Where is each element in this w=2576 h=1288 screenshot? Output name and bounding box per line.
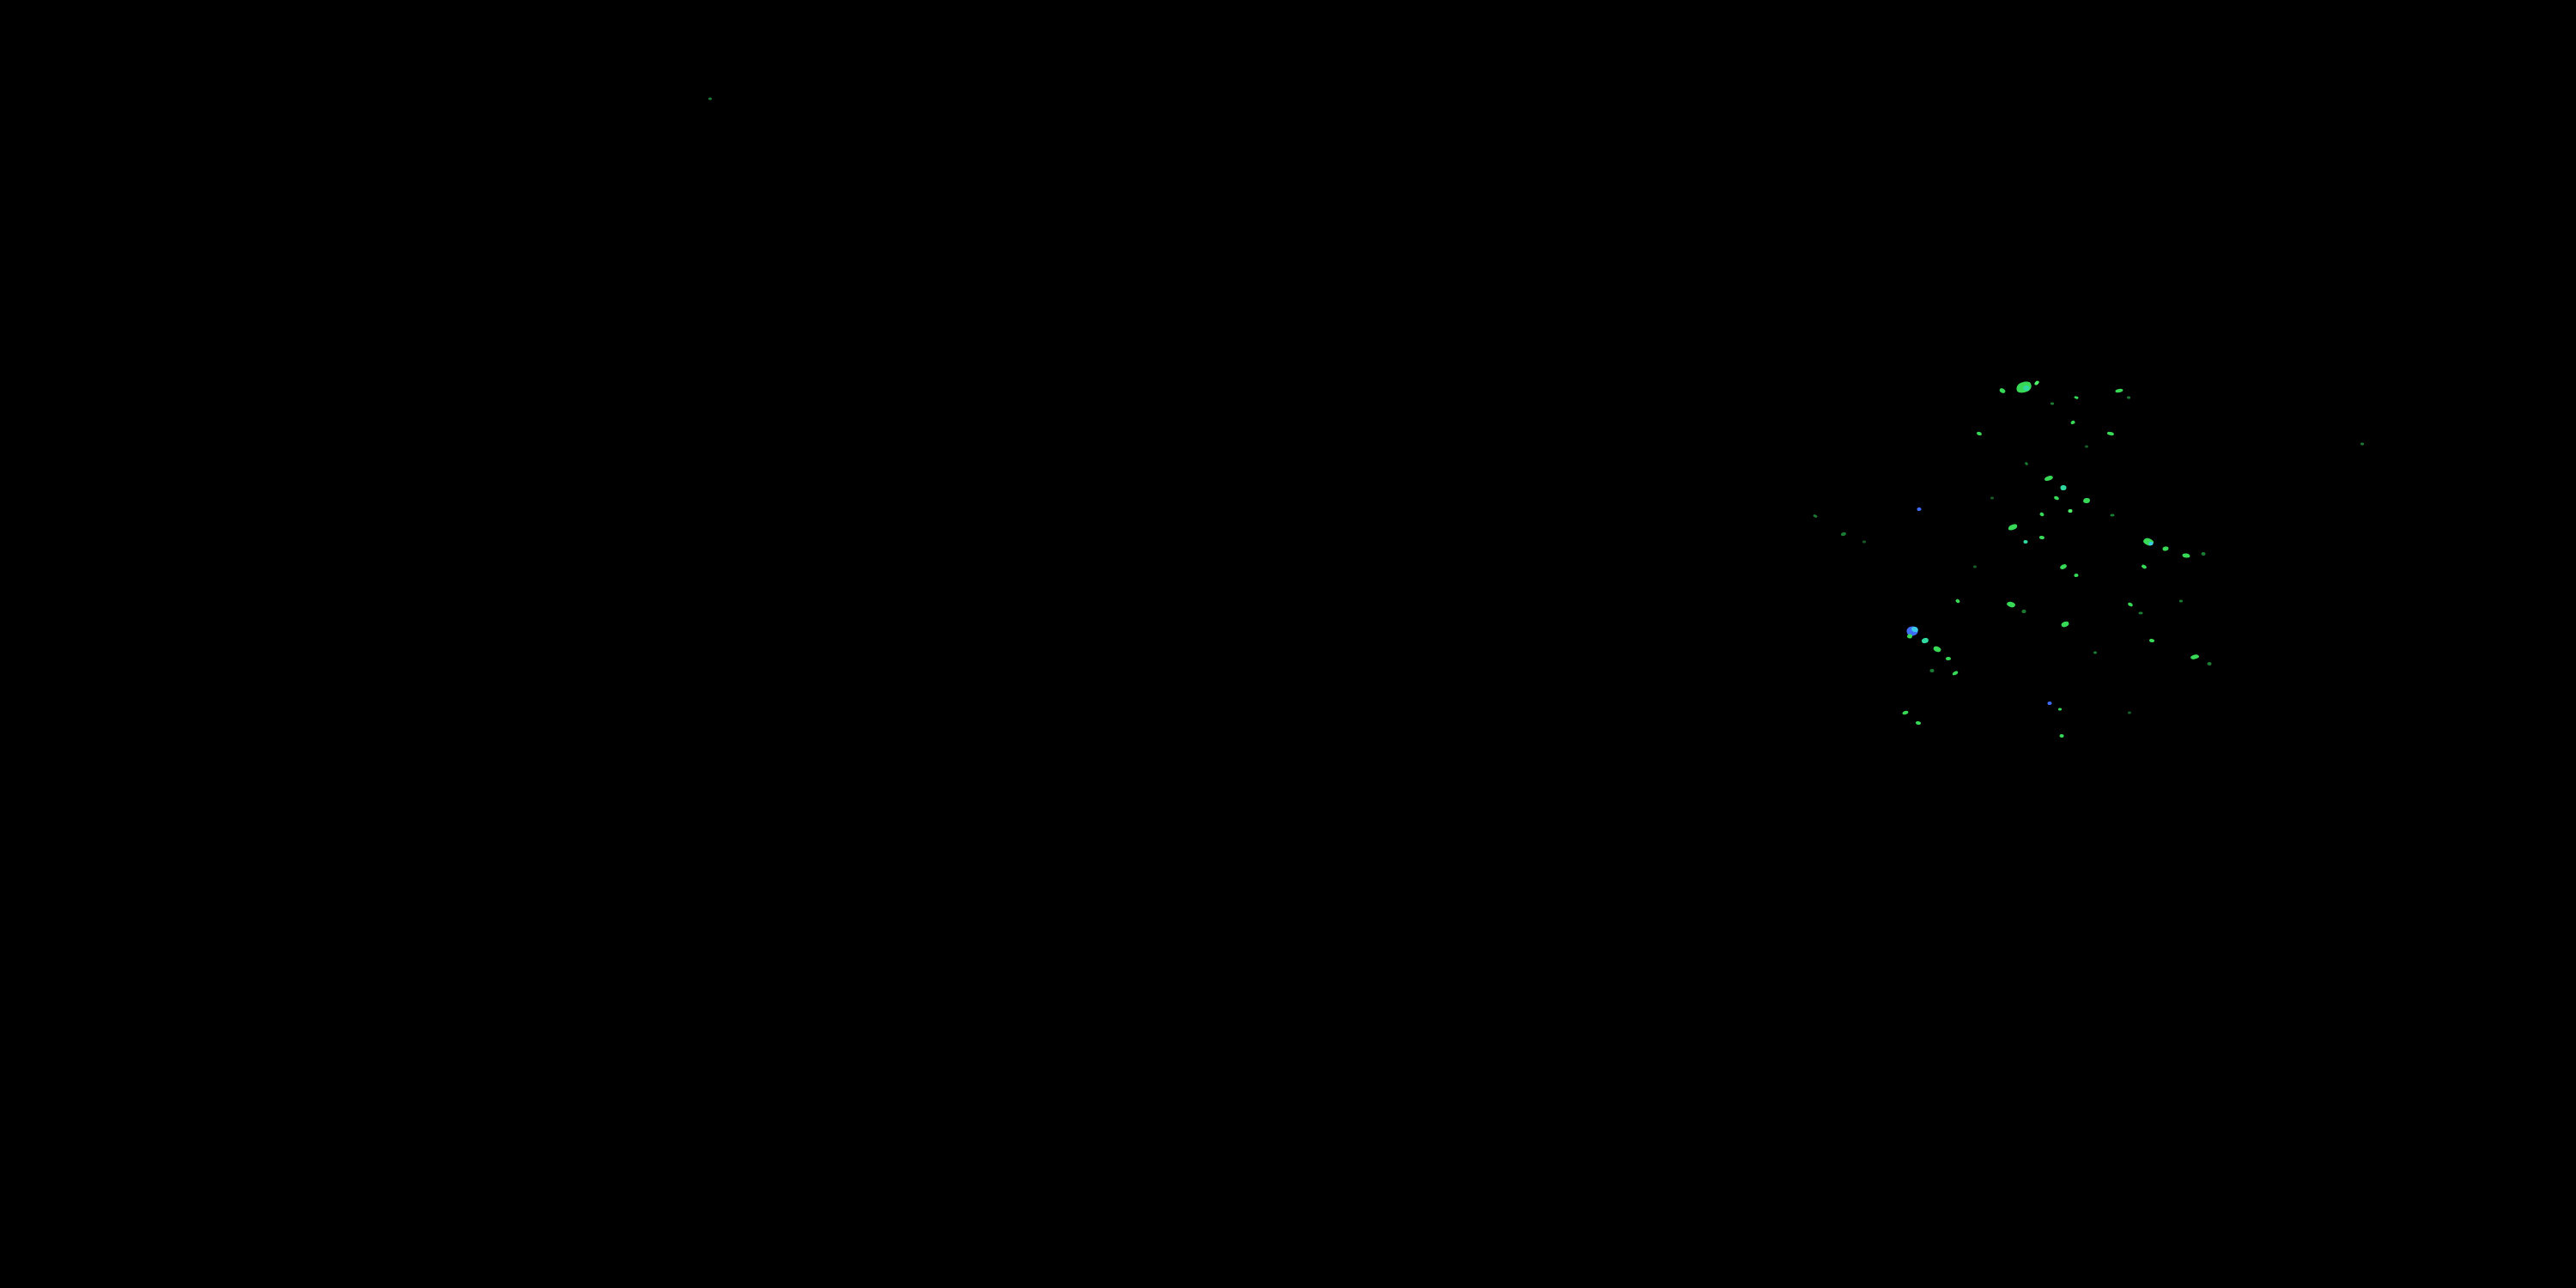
speckle xyxy=(708,97,713,100)
speckle xyxy=(2007,523,2019,532)
speckle xyxy=(2201,552,2206,556)
speckle xyxy=(1998,387,2007,394)
speckle xyxy=(2033,380,2040,386)
speckle xyxy=(2068,509,2073,513)
speckle xyxy=(2053,495,2060,501)
speckle xyxy=(2110,513,2115,517)
speckle xyxy=(1932,645,1942,653)
speckle xyxy=(2190,653,2200,660)
speckle xyxy=(2023,386,2030,391)
speckle xyxy=(2162,545,2169,552)
speckle xyxy=(1951,670,1959,677)
speckle xyxy=(1990,496,1994,500)
speckle xyxy=(2069,420,2076,425)
speckle xyxy=(2059,563,2068,570)
speckle xyxy=(2074,574,2079,577)
speckle xyxy=(2148,542,2154,545)
speckle xyxy=(2127,396,2130,399)
speckle xyxy=(1907,634,1912,639)
speckle xyxy=(2047,702,2052,705)
speckle xyxy=(2060,485,2067,490)
speckle xyxy=(2044,475,2054,482)
speckle xyxy=(1921,637,1929,644)
speckle xyxy=(2059,734,2064,738)
speckle xyxy=(1902,710,1909,715)
speckle xyxy=(2074,395,2079,400)
speckle xyxy=(1929,669,1935,672)
speckle xyxy=(2207,662,2212,665)
speckle xyxy=(2138,611,2143,615)
speckle xyxy=(1840,532,1847,537)
speckle xyxy=(2021,610,2026,613)
speckle xyxy=(2024,461,2029,466)
speckle xyxy=(2085,445,2088,448)
speckle xyxy=(2179,599,2183,603)
speckle xyxy=(2006,600,2016,609)
speckle xyxy=(2038,511,2045,518)
speckle xyxy=(1946,657,1951,660)
speckle xyxy=(1917,507,1922,511)
speckle xyxy=(2050,402,2054,405)
speckle xyxy=(2082,497,2091,504)
speckle xyxy=(1813,513,1818,519)
speckle xyxy=(2058,708,2062,711)
speckle xyxy=(1973,565,1977,568)
speckle xyxy=(2360,442,2364,446)
speckle xyxy=(1976,431,1983,436)
speckle xyxy=(2023,540,2028,544)
speckle xyxy=(2128,711,2131,714)
speckle xyxy=(2148,638,2155,643)
speckle xyxy=(2106,431,2115,436)
speckle xyxy=(2127,601,2134,608)
speckle xyxy=(2060,620,2070,629)
speckle xyxy=(2038,535,2045,540)
speckle xyxy=(1954,598,1961,605)
speckle xyxy=(2182,552,2190,559)
speckle xyxy=(1862,540,1866,544)
speckle xyxy=(2115,388,2123,393)
speckle xyxy=(2141,563,2148,570)
speckle xyxy=(2093,651,2097,654)
speckle xyxy=(1915,720,1922,726)
